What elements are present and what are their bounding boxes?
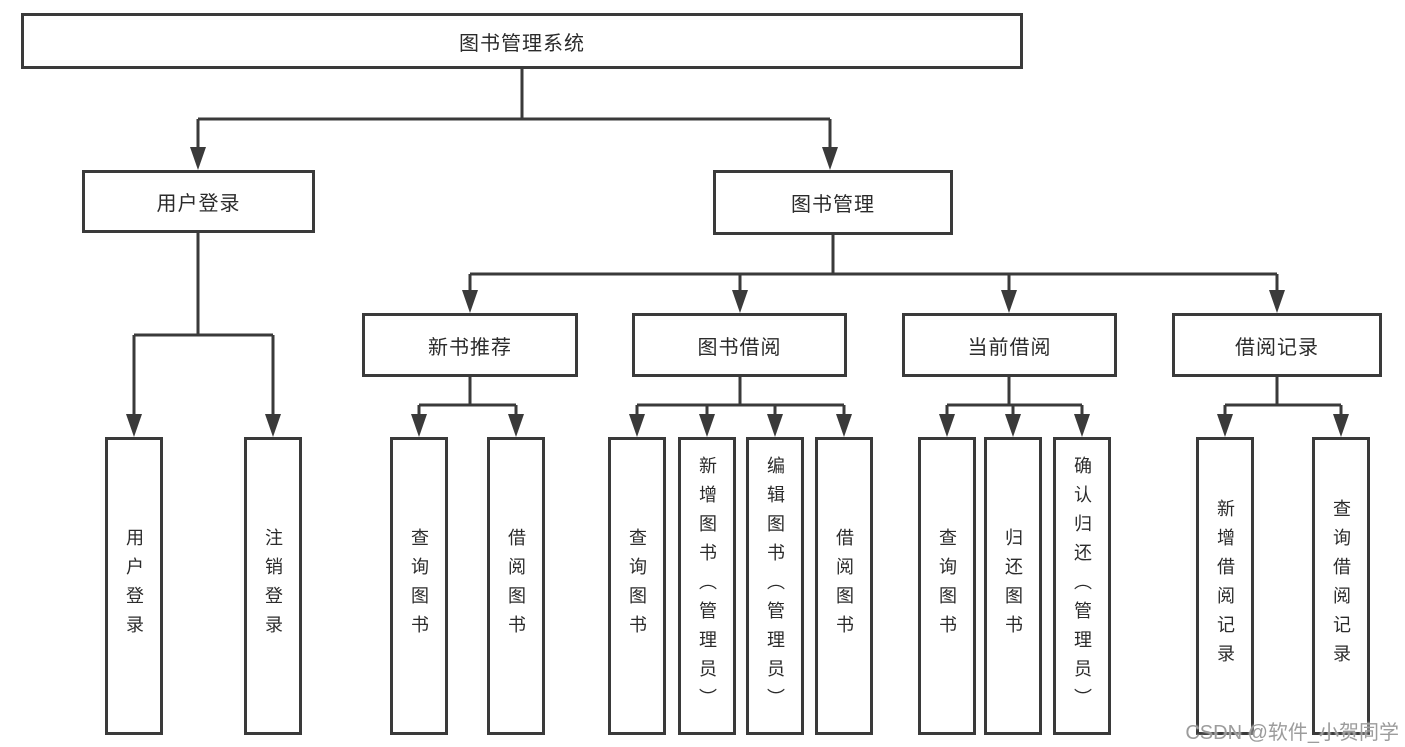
- node-label: 确认归还（管理员）: [1072, 455, 1092, 717]
- node-label: 新增借阅记录: [1215, 499, 1235, 673]
- edge-userlogin-to-leaves: [132, 233, 275, 417]
- node-library-system: 图书管理系统: [21, 13, 1023, 69]
- node-label: 借阅图书: [506, 528, 526, 644]
- node-label: 借阅图书: [834, 528, 854, 644]
- arrow-icon: [1269, 290, 1285, 313]
- node-label: 编辑图书（管理员）: [765, 455, 785, 717]
- node-label: 查询图书: [627, 528, 647, 644]
- edge-newbooks-to-leaves: [417, 377, 518, 417]
- leaf-query-books-3: 查询图书: [918, 437, 976, 735]
- leaf-query-borrow-record: 查询借阅记录: [1312, 437, 1370, 735]
- node-label: 图书管理系统: [459, 32, 585, 55]
- node-label: 当前借阅: [967, 336, 1052, 359]
- arrow-icon: [699, 414, 715, 437]
- arrow-icon: [126, 414, 142, 437]
- node-user-login: 用户登录: [82, 170, 315, 233]
- leaf-logout: 注销登录: [244, 437, 302, 735]
- edge-currentborrow-to-leaves: [945, 377, 1084, 417]
- leaf-add-books-admin: 新增图书（管理员）: [678, 437, 736, 735]
- node-label: 查询图书: [937, 528, 957, 644]
- node-label: 图书管理: [791, 194, 875, 216]
- edge-bookborrow-to-leaves: [635, 377, 846, 417]
- arrow-icon: [1333, 414, 1349, 437]
- arrow-icon: [462, 290, 478, 313]
- node-label: 用户登录: [124, 528, 144, 644]
- node-label: 用户登录: [156, 193, 241, 215]
- arrow-icon: [1217, 414, 1233, 437]
- node-new-book-recommend: 新书推荐: [362, 313, 578, 377]
- arrow-icon: [190, 147, 206, 170]
- node-book-management: 图书管理: [713, 170, 953, 235]
- node-label: 借阅记录: [1235, 336, 1319, 359]
- node-label: 查询图书: [409, 528, 429, 644]
- edge-root-to-level2: [196, 69, 832, 150]
- node-label: 注销登录: [263, 528, 283, 644]
- arrow-icon: [822, 147, 838, 170]
- leaf-edit-books-admin: 编辑图书（管理员）: [746, 437, 804, 735]
- edge-bookmgmt-to-level3: [468, 235, 1279, 293]
- node-current-borrowing: 当前借阅: [902, 313, 1117, 377]
- arrow-icon: [1001, 290, 1017, 313]
- leaf-user-login: 用户登录: [105, 437, 163, 735]
- arrow-icon: [1074, 414, 1090, 437]
- leaf-borrow-books-2: 借阅图书: [815, 437, 873, 735]
- arrow-icon: [767, 414, 783, 437]
- watermark: CSDN @软件_小贺同学: [1185, 722, 1399, 744]
- leaf-query-books-1: 查询图书: [390, 437, 448, 735]
- leaf-add-borrow-record: 新增借阅记录: [1196, 437, 1254, 735]
- node-label: 新书推荐: [428, 336, 512, 359]
- arrow-icon: [836, 414, 852, 437]
- arrow-icon: [265, 414, 281, 437]
- arrowheads: [126, 147, 1349, 437]
- arrow-icon: [508, 414, 524, 437]
- arrow-icon: [939, 414, 955, 437]
- arrow-icon: [732, 290, 748, 313]
- leaf-return-books: 归还图书: [984, 437, 1042, 735]
- leaf-confirm-return-admin: 确认归还（管理员）: [1053, 437, 1111, 735]
- node-borrowing-records: 借阅记录: [1172, 313, 1382, 377]
- arrow-icon: [1005, 414, 1021, 437]
- leaf-borrow-books-1: 借阅图书: [487, 437, 545, 735]
- edge-records-to-leaves: [1223, 377, 1343, 417]
- arrow-icon: [629, 414, 645, 437]
- node-label: 新增图书（管理员）: [697, 455, 717, 717]
- leaf-query-books-2: 查询图书: [608, 437, 666, 735]
- arrow-icon: [411, 414, 427, 437]
- node-label: 查询借阅记录: [1331, 499, 1351, 673]
- node-label: 图书借阅: [697, 336, 782, 359]
- node-book-borrowing: 图书借阅: [632, 313, 847, 377]
- node-label: 归还图书: [1003, 528, 1023, 644]
